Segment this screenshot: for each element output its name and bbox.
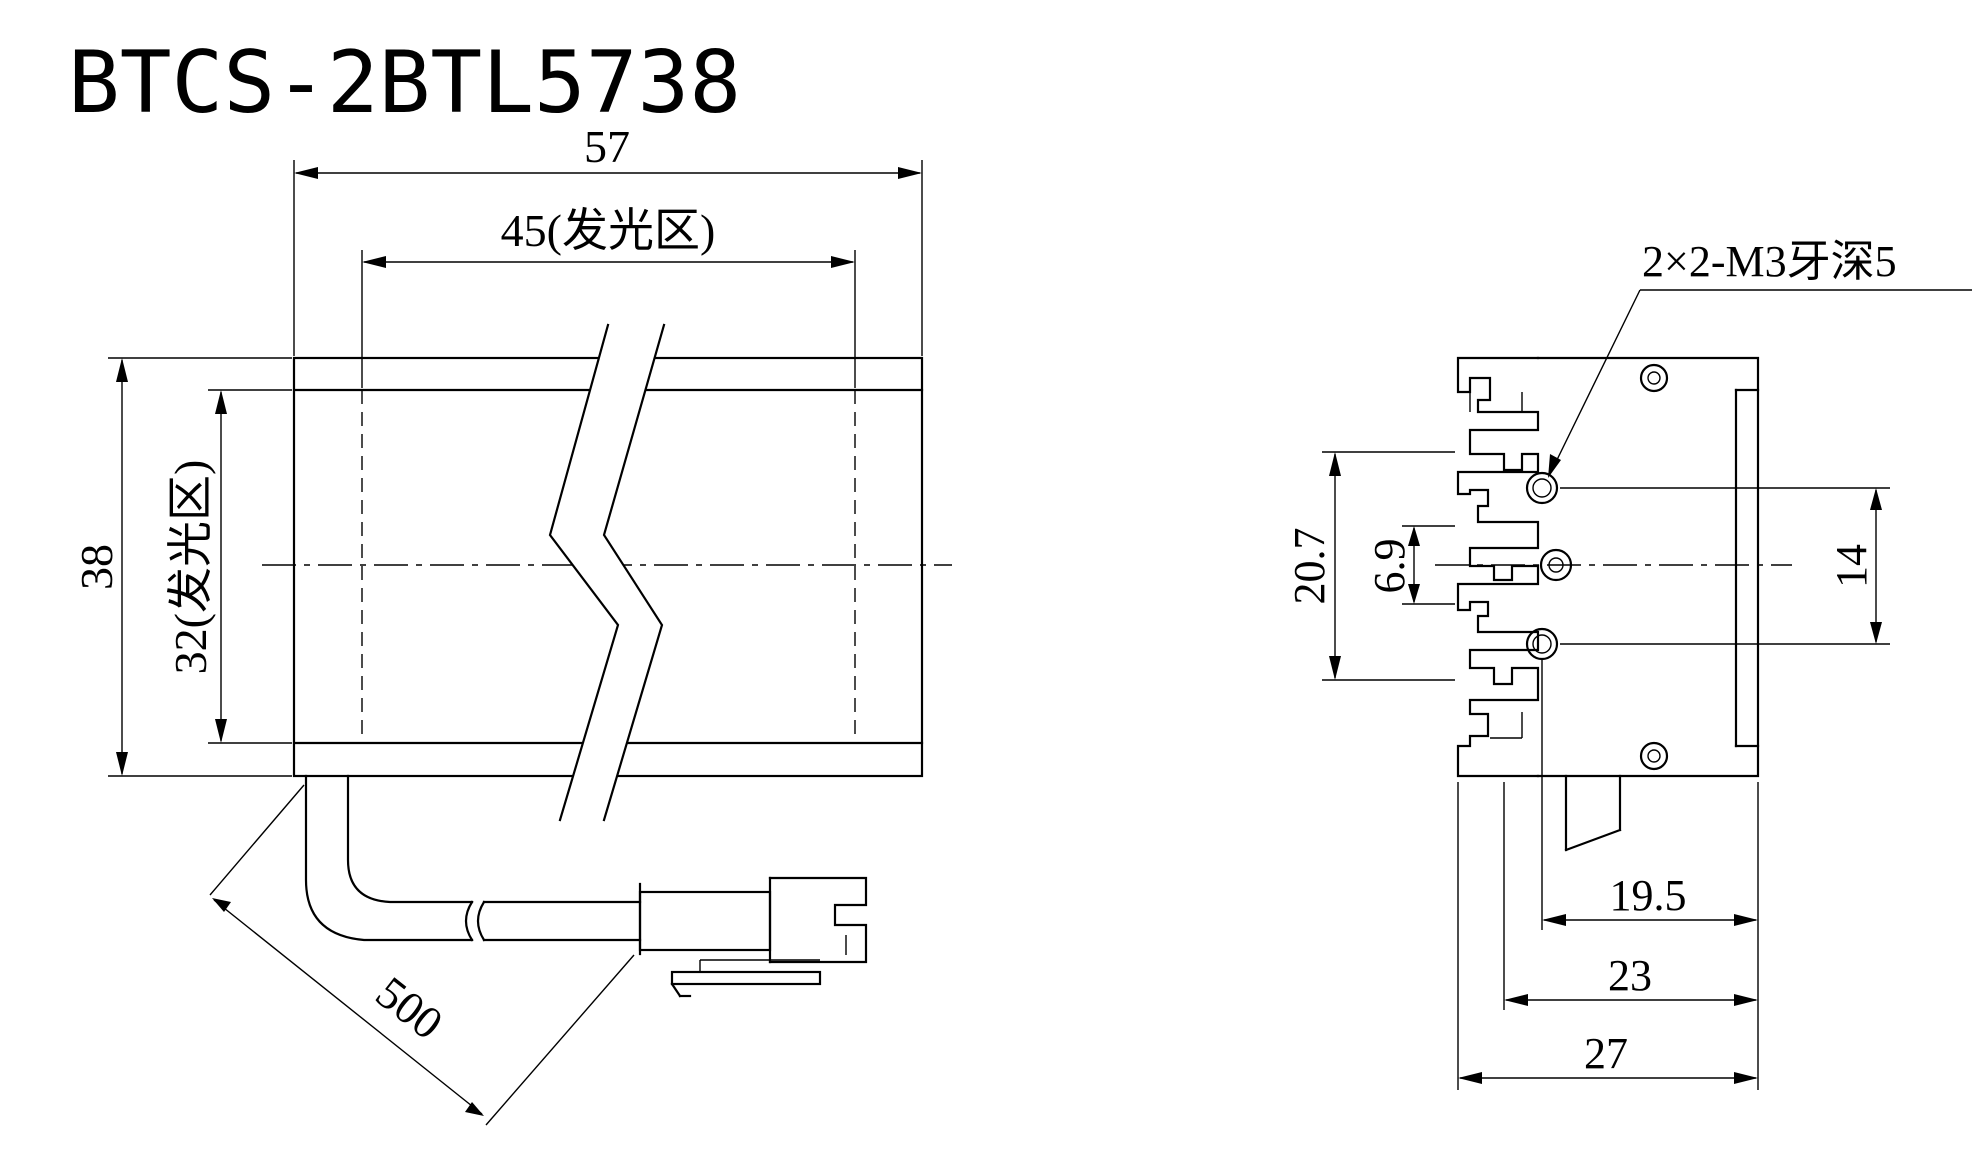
threaded-hole-lower bbox=[1525, 627, 1559, 661]
front-view: 57 45(发光区) 38 32(发光区) bbox=[71, 121, 952, 1126]
dim-hole-spacing: 14 bbox=[1827, 544, 1876, 588]
mounting-hole-bottom bbox=[1639, 741, 1669, 771]
dim-cable-length: 500 bbox=[367, 966, 453, 1049]
dim-emitting-length: 45(发光区) bbox=[501, 205, 716, 256]
mounting-hole-top bbox=[1639, 363, 1669, 393]
side-housing-outline bbox=[1536, 356, 1760, 778]
side-view: 2×2-M3牙深5 20.7 6.9 14 19.5 bbox=[1285, 237, 1972, 1090]
drawing-title: BTCS-2BTL5738 bbox=[68, 33, 741, 133]
break-line-left bbox=[548, 323, 620, 822]
break-line-right bbox=[602, 323, 666, 822]
dim-overall-length: 57 bbox=[584, 121, 630, 172]
dim-emitting-height: 32(发光区) bbox=[165, 460, 216, 675]
t-slot-profile bbox=[1456, 356, 1540, 778]
connector bbox=[638, 876, 868, 998]
cable bbox=[304, 774, 474, 942]
threaded-hole-upper bbox=[1525, 471, 1559, 505]
thread-note: 2×2-M3牙深5 bbox=[1642, 237, 1897, 286]
dim-depth-overall: 27 bbox=[1584, 1029, 1628, 1078]
dim-overall-height: 38 bbox=[71, 544, 122, 590]
dim-depth-emitting: 19.5 bbox=[1610, 871, 1687, 920]
dim-depth-body: 23 bbox=[1608, 951, 1652, 1000]
dim-slot-spacing: 20.7 bbox=[1285, 528, 1334, 605]
dim-slot-pitch: 6.9 bbox=[1365, 539, 1414, 594]
